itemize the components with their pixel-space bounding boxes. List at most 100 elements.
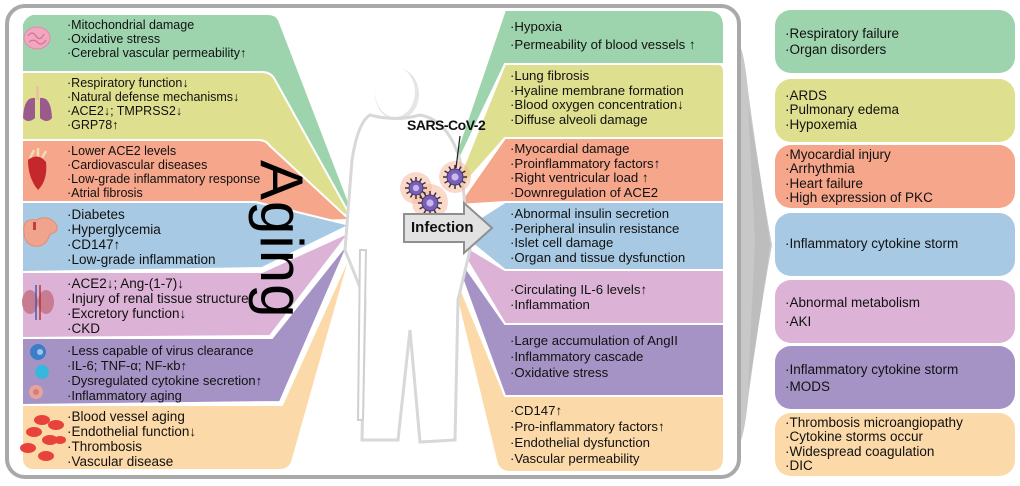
- mid-panel-3: ·Abnormal insulin secretion ·Peripheral …: [510, 206, 686, 265]
- list-item: ·Natural defense mechanisms↓: [67, 90, 240, 104]
- list-item: ·Circulating IL-6 levels↑: [510, 282, 648, 297]
- list-item: ·High expression of PKC: [785, 190, 933, 205]
- list-item: ·Endothelial dysfunction: [510, 435, 651, 450]
- list-item: ·Thrombosis microangiopathy: [785, 414, 963, 430]
- list-item: ·Organ and tissue dysfunction: [510, 249, 686, 265]
- list-item: ·IL-6; TNF-α; NF-κb↑: [67, 358, 187, 373]
- red-blood-cells-icon: [20, 415, 66, 461]
- list-item: ·Permeability of blood vessels ↑: [510, 37, 696, 52]
- left-panel-1: ·Respiratory function↓ ·Natural defense …: [67, 76, 239, 132]
- list-item: ·Arrhythmia: [785, 161, 855, 176]
- list-item: ·Atrial fibrosis: [67, 186, 143, 200]
- list-item: ·Hyperglycemia: [67, 222, 161, 237]
- immune-cells-icon: [29, 344, 49, 399]
- list-item: ·Downregulation of ACE2: [510, 184, 659, 200]
- list-item: ·Respiratory function↓: [67, 76, 189, 90]
- right-panel-1: ·ARDS ·Pulmonary edema ·Hypoxemia: [775, 79, 1015, 142]
- infection-arrow: [403, 200, 494, 256]
- list-item: ·Myocardial injury: [785, 146, 891, 162]
- list-item: ·AKI: [785, 313, 812, 329]
- list-item: ·ACE2↓; TMPRSS2↓: [67, 104, 183, 118]
- list-item: ·DIC: [785, 458, 813, 473]
- kidneys-icon: [22, 285, 54, 320]
- list-item: ·Proinflammatory factors↑: [510, 155, 661, 171]
- list-item: ·CD147↑: [67, 237, 121, 252]
- list-item: ·Vascular disease: [67, 454, 174, 469]
- list-item: ·CKD: [67, 321, 100, 336]
- left-panel-3: ·Diabetes ·Hyperglycemia ·CD147↑ ·Low-gr…: [67, 207, 216, 267]
- list-item: ·Respiratory failure: [785, 25, 900, 41]
- list-item: ·CD147↑: [510, 403, 563, 418]
- lungs-icon: [23, 86, 52, 121]
- right-panel-4: ·Abnormal metabolism ·AKI: [775, 280, 1015, 343]
- list-item: ·Inflammatory cytokine storm: [785, 361, 959, 377]
- list-item: ·Oxidative stress: [510, 365, 609, 380]
- right-panel-2: ·Myocardial injury ·Arrhythmia ·Heart fa…: [775, 145, 1015, 208]
- list-item: ·Inflammatory cascade: [510, 349, 644, 364]
- list-item: ·Low-grade inflammatory response: [67, 172, 261, 186]
- left-panel-4: ·ACE2↓; Ang-(1-7)↓ ·Injury of renal tiss…: [67, 276, 249, 336]
- list-item: ·Blood oxygen concentration↓: [510, 97, 684, 112]
- list-item: ·Cytokine storms occur: [785, 429, 924, 444]
- list-item: ·Hyaline membrane formation: [510, 82, 684, 98]
- left-panel-bg-peach: [21, 249, 353, 471]
- pancreas-icon: [23, 217, 58, 247]
- list-item: ·Diffuse alveoli damage: [510, 111, 648, 127]
- mid-panel-1: ·Lung fibrosis ·Hyaline membrane formati…: [510, 68, 684, 127]
- sars-cov-2-label: SARS-CoV-2: [407, 117, 486, 133]
- mid-panel-6: ·CD147↑ ·Pro-inflammatory factors↑ ·Endo…: [510, 403, 665, 467]
- list-item: ·ACE2↓; Ang-(1-7)↓: [67, 276, 185, 291]
- list-item: ·Lung fibrosis: [510, 68, 590, 83]
- list-item: ·Low-grade inflammation: [67, 252, 216, 267]
- mid-panel-2: ·Myocardial damage ·Proinflammatory fact…: [510, 141, 661, 200]
- list-item: ·Blood vessel aging: [67, 409, 185, 424]
- list-item: ·Injury of renal tissue structure: [67, 291, 249, 306]
- list-item: ·Vascular permeability: [510, 451, 640, 466]
- list-item: ·Pro-inflammatory factors↑: [510, 419, 665, 434]
- mid-panel-bg-peach: [444, 249, 725, 473]
- list-item: ·Widespread coagulation: [785, 443, 935, 459]
- mid-panel-5: ·Large accumulation of AngII ·Inflammato…: [510, 333, 678, 381]
- virus-icon: [405, 177, 427, 199]
- list-item: ·Pulmonary edema: [785, 102, 900, 118]
- right-panel-5: ·Inflammatory cytokine storm ·MODS: [775, 346, 1015, 409]
- list-item: ·Abnormal metabolism: [785, 294, 921, 310]
- right-panel-0: ·Respiratory failure ·Organ disorders: [775, 10, 1015, 73]
- list-item: ·Right ventricular load ↑: [510, 170, 649, 185]
- list-item: ·Organ disorders: [785, 41, 887, 57]
- left-panel-bg-blue: [21, 201, 353, 274]
- brain-icon: [23, 26, 51, 50]
- left-panel-2: ·Lower ACE2 levels ·Cardiovascular disea…: [67, 144, 260, 200]
- list-item: ·Peripheral insulin resistance: [510, 220, 680, 236]
- list-item: ·Excretory function↓: [67, 306, 187, 321]
- list-item: ·Large accumulation of AngII: [510, 333, 678, 348]
- left-panel-bg-pink: [21, 231, 351, 340]
- list-item: ·Cardiovascular diseases: [67, 158, 208, 172]
- list-item: ·Thrombosis: [67, 439, 143, 454]
- heart-icon: [28, 148, 48, 190]
- list-item: ·Islet cell damage: [510, 235, 614, 250]
- mid-panel-4: ·Circulating IL-6 levels↑ ·Inflammation: [510, 282, 648, 312]
- mid-panel-0: ·Hypoxia ·Permeability of blood vessels …: [510, 18, 695, 54]
- list-item: ·Inflammation: [510, 296, 590, 312]
- list-item: ·GRP78↑: [67, 118, 119, 132]
- list-item: ·Hypoxemia: [785, 116, 858, 132]
- left-panel-bg-purple: [21, 239, 351, 407]
- list-item: ·Inflammatory cytokine storm: [785, 236, 959, 252]
- list-item: ·Lower ACE2 levels: [67, 144, 177, 158]
- virus-icon: [443, 165, 467, 189]
- list-item: ·Cerebral vascular permeability↑: [67, 46, 247, 60]
- list-item: ·MODS: [785, 378, 830, 394]
- list-item: ·Abnormal insulin secretion: [510, 206, 670, 221]
- list-item: ·ARDS: [785, 87, 828, 103]
- list-item: ·Endothelial function↓: [67, 424, 197, 439]
- left-panel-5: ·Less capable of virus clearance ·IL-6; …: [67, 343, 262, 403]
- left-panel-0: ·Mitochondrial damage ·Oxidative stress …: [67, 18, 246, 60]
- virus-pointer-line: [455, 135, 461, 169]
- infection-label: Infection: [411, 219, 474, 236]
- list-item: ·Hypoxia: [510, 19, 563, 34]
- left-panel-6: ·Blood vessel aging ·Endothelial functio…: [67, 409, 196, 469]
- list-item: ·Dysregulated cytokine secretion↑: [67, 373, 263, 388]
